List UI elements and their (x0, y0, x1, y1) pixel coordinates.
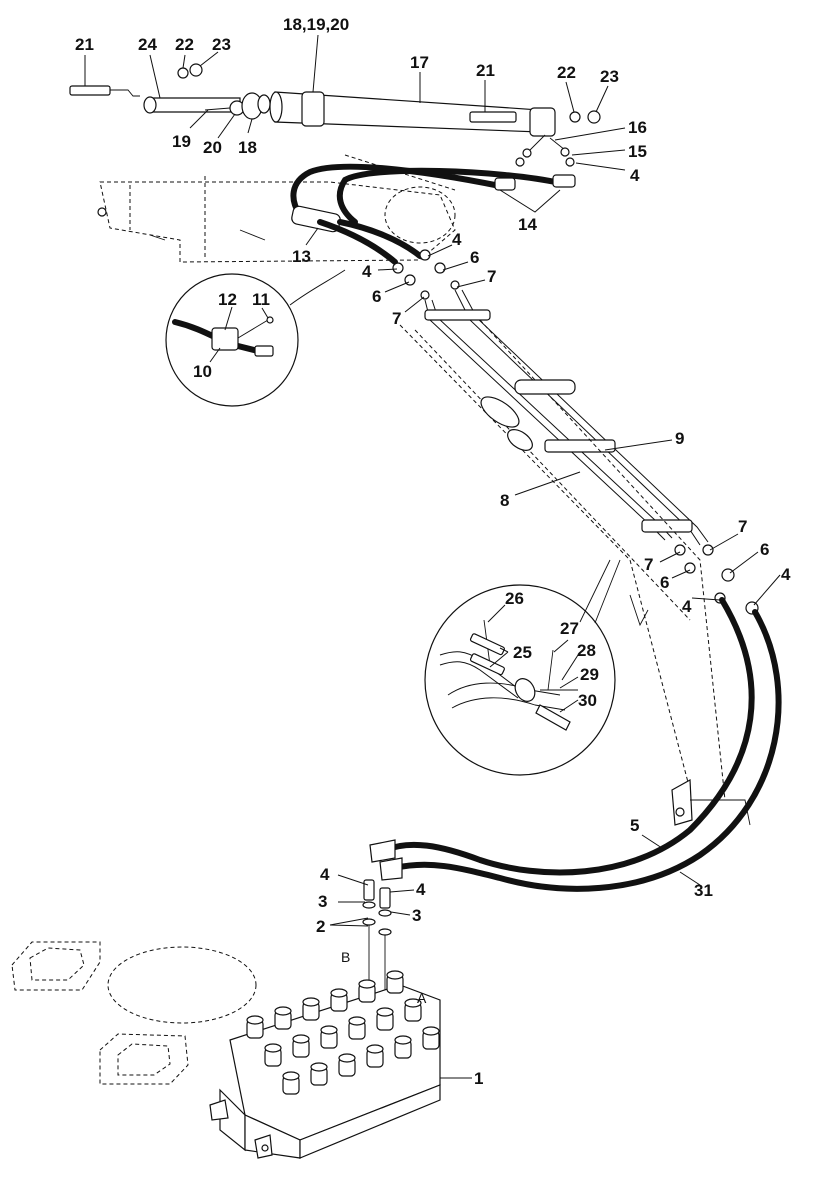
callout-22-right: 22 (557, 63, 576, 82)
callout-26: 26 (505, 589, 524, 608)
callout-10: 10 (193, 362, 212, 381)
valve-spool-cap (338, 1053, 356, 1063)
callout-21-left: 21 (75, 35, 94, 54)
valve-spool-cap (282, 1071, 300, 1081)
valve-spool-cap (376, 1007, 394, 1017)
callout-6-b: 6 (372, 287, 381, 306)
callout-6-a: 6 (470, 248, 479, 267)
valve-spool-cap (330, 988, 348, 998)
valve-spool-cap (246, 1015, 264, 1025)
valve-spool-cap (310, 1062, 328, 1072)
callout-4-f: 4 (320, 865, 330, 884)
detail-circle-tube-clamp (424, 559, 621, 776)
callout-17: 17 (410, 53, 429, 72)
leader-lines (84, 34, 781, 1079)
callout-29: 29 (580, 665, 599, 684)
callout-28: 28 (577, 641, 596, 660)
callout-16: 16 (628, 118, 647, 137)
callout-3-b: 3 (412, 906, 421, 925)
valve-spool-cap (348, 1016, 366, 1026)
port-label-a: A (417, 990, 427, 1006)
callout-7-b: 7 (392, 309, 401, 328)
washer-22-left (177, 67, 189, 79)
valve-spool-cap (292, 1034, 310, 1044)
callout-5: 5 (630, 816, 639, 835)
valve-spool-cap (320, 1025, 338, 1035)
callout-6-c: 6 (760, 540, 769, 559)
dashed-mount-pads (11, 941, 257, 1085)
callout-7-a: 7 (487, 267, 496, 286)
callout-4-top: 4 (630, 166, 640, 185)
callout-27: 27 (560, 619, 579, 638)
callout-6-d: 6 (660, 573, 669, 592)
valve-spool-cap (302, 997, 320, 1007)
nut-23-left (189, 63, 203, 77)
callout-23-right: 23 (600, 67, 619, 86)
callout-9: 9 (675, 429, 684, 448)
valve-spool-cap (274, 1006, 292, 1016)
lower-bracket (629, 594, 751, 826)
callout-18-19-20: 18,19,20 (283, 15, 349, 34)
callout-7-c: 7 (738, 517, 747, 536)
valve-spool-cap (366, 1044, 384, 1054)
control-valve-bank (209, 970, 441, 1159)
upper-hoses (290, 163, 576, 265)
callout-3-a: 3 (318, 892, 327, 911)
callout-7-d: 7 (644, 555, 653, 574)
callout-8: 8 (500, 491, 509, 510)
pin-21-left (69, 85, 140, 97)
valve-spool-cap (264, 1043, 282, 1053)
callout-4-e: 4 (682, 597, 692, 616)
callout-21-right: 21 (476, 61, 495, 80)
valve-spool-cap (404, 998, 422, 1008)
callout-20: 20 (203, 138, 222, 157)
callout-13: 13 (292, 247, 311, 266)
callout-19: 19 (172, 132, 191, 151)
callout-12: 12 (218, 290, 237, 309)
callout-4-c: 4 (362, 262, 372, 281)
port-label-b: B (341, 949, 350, 965)
callout-1: 1 (474, 1069, 483, 1088)
valve-fittings (362, 839, 403, 995)
valve-spool-cap (394, 1035, 412, 1045)
callout-18: 18 (238, 138, 257, 157)
valve-spool-cap (358, 979, 376, 989)
callout-11: 11 (252, 290, 270, 309)
callout-30: 30 (578, 691, 597, 710)
callout-numbers: 21 24 22 23 18,19,20 17 21 22 23 19 20 1… (75, 15, 791, 1088)
pin-21-right (469, 111, 517, 123)
callout-4-b: 4 (452, 230, 462, 249)
callout-24: 24 (138, 35, 157, 54)
valve-spool-cap (422, 1026, 440, 1036)
boom-tubes (399, 289, 726, 801)
callout-2: 2 (316, 917, 325, 936)
callout-4-d: 4 (781, 565, 791, 584)
callout-23-left: 23 (212, 35, 231, 54)
callout-22-left: 22 (175, 35, 194, 54)
washer-22-right (569, 111, 581, 123)
callout-25: 25 (513, 643, 532, 662)
valve-spool-cap (386, 970, 404, 980)
cylinder-assembly (69, 63, 601, 167)
long-hoses-5-31 (382, 597, 782, 892)
callout-4-g: 4 (416, 880, 426, 899)
detail-circle-hose-clamp (165, 269, 346, 407)
callout-14: 14 (518, 215, 537, 234)
nut-23-right (587, 110, 601, 124)
rod-end-24 (143, 96, 241, 114)
callout-31: 31 (694, 881, 713, 900)
upper-fittings (392, 249, 460, 300)
callout-15: 15 (628, 142, 647, 161)
